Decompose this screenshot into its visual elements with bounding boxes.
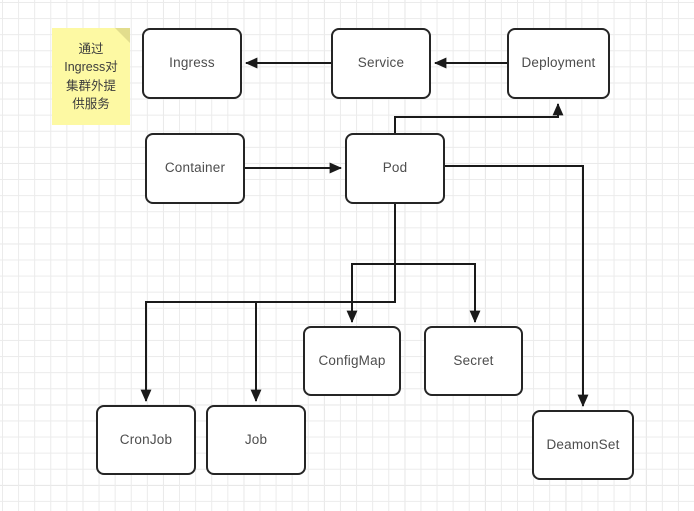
node-label-pod: Pod — [382, 160, 408, 176]
edge-pod-to-deployment — [394, 103, 564, 133]
node-label-job: Job — [244, 431, 268, 447]
node-cronjob[interactable]: CronJob — [96, 405, 196, 475]
node-service[interactable]: Service — [331, 28, 431, 99]
node-label-container: Container — [164, 160, 226, 176]
sticky-note-text: 通过 Ingress对 集群外提 供服务 — [64, 42, 118, 111]
node-configmap[interactable]: ConfigMap — [303, 326, 401, 396]
node-pod[interactable]: Pod — [345, 133, 445, 204]
node-secret[interactable]: Secret — [424, 326, 523, 396]
node-label-deployment: Deployment — [521, 55, 596, 71]
node-job[interactable]: Job — [206, 405, 306, 475]
node-ingress[interactable]: Ingress — [142, 28, 242, 99]
sticky-note-fold-icon — [115, 28, 130, 43]
node-label-secret: Secret — [453, 352, 494, 368]
sticky-note-ingress: 通过 Ingress对 集群外提 供服务 — [52, 28, 130, 125]
node-label-deamonset: DeamonSet — [546, 436, 620, 452]
node-label-configmap: ConfigMap — [318, 352, 386, 368]
node-label-ingress: Ingress — [169, 55, 215, 71]
node-deployment[interactable]: Deployment — [507, 28, 610, 99]
node-label-service: Service — [357, 55, 405, 71]
node-label-cronjob: CronJob — [119, 431, 173, 447]
node-deamonset[interactable]: DeamonSet — [532, 410, 634, 480]
edge-pod-to-configmap — [346, 204, 396, 323]
node-container[interactable]: Container — [145, 133, 245, 204]
edge-pod-to-secret — [394, 204, 481, 323]
